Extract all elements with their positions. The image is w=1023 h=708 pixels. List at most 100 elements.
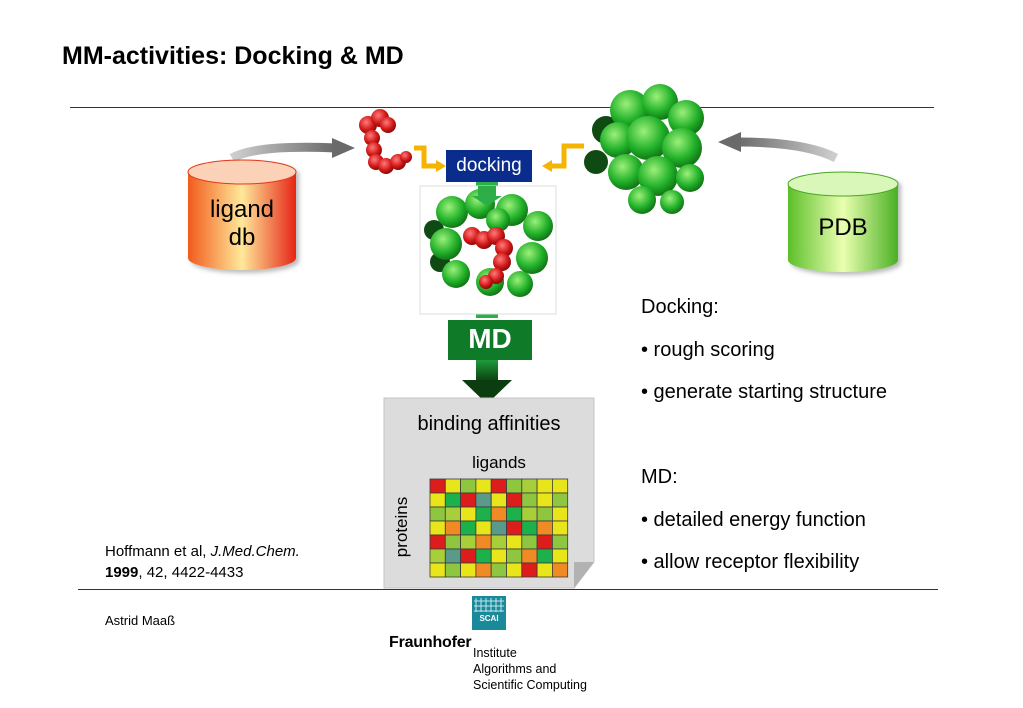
bottom-rule [78, 589, 938, 590]
ligand-db-arrow [229, 138, 355, 163]
matrix-cell [490, 562, 507, 578]
ligand-db-label-line1: ligand [209, 196, 275, 223]
matrix-cell [475, 534, 492, 550]
reference-details: , 42, 4422-4433 [138, 564, 244, 581]
matrix-cell [552, 534, 569, 550]
matrix-cell [460, 562, 477, 578]
ligand-db-label: ligand db [188, 196, 296, 252]
matrix-cell [460, 478, 477, 494]
md-item: • detailed energy function [641, 509, 866, 531]
institute-line: Scientific Computing [473, 678, 587, 692]
matrix-cell [506, 492, 523, 508]
matrix-cell [460, 520, 477, 536]
protein-structure-image [584, 84, 704, 214]
docking-heading: Docking: [641, 296, 719, 318]
matrix-cell [506, 534, 523, 550]
matrix-cell [536, 478, 553, 494]
md-item: • allow receptor flexibility [641, 551, 860, 573]
matrix-cell [444, 506, 461, 522]
matrix-cell [506, 562, 523, 578]
matrix-cell [490, 520, 507, 536]
matrix-cell [475, 506, 492, 522]
scai-logo-text: SCAI [479, 614, 499, 623]
matrix-cell [536, 548, 553, 564]
matrix-cell [506, 478, 523, 494]
matrix-cell [536, 506, 553, 522]
institute-line: Algorithms and [473, 662, 557, 676]
pdb-cylinder [787, 171, 899, 272]
docking-item: • generate starting structure [641, 381, 888, 403]
scai-logo-icon [472, 596, 506, 630]
matrix-cell [429, 562, 446, 578]
page-title: MM-activities: Docking & MD [62, 42, 404, 70]
matrix-cell [552, 478, 569, 494]
reference-year: 1999 [105, 564, 139, 581]
matrix-cell [506, 506, 523, 522]
matrix-cell [460, 548, 477, 564]
matrix-cell [460, 492, 477, 508]
docked-complex-image [424, 189, 553, 297]
matrix-cell [475, 562, 492, 578]
protein-to-docking-arrow [542, 143, 584, 172]
matrix-cell [475, 492, 492, 508]
affinity-matrix [429, 478, 569, 578]
ligand-to-docking-arrow [414, 145, 446, 172]
proteins-axis-label: proteins [392, 496, 411, 558]
matrix-cell [490, 534, 507, 550]
matrix-cell [552, 506, 569, 522]
fraunhofer-name: Fraunhofer [389, 634, 472, 651]
matrix-cell [444, 478, 461, 494]
matrix-cell [490, 548, 507, 564]
md-label: MD [468, 323, 512, 354]
ligand-db-label-line2: db [228, 224, 256, 251]
ligands-axis-label: ligands [472, 453, 526, 472]
top-rule [70, 107, 934, 108]
matrix-cell [460, 534, 477, 550]
matrix-cell [490, 478, 507, 494]
matrix-cell [475, 478, 492, 494]
docking-label: docking [456, 155, 522, 176]
md-heading: MD: [641, 466, 678, 488]
matrix-cell [521, 520, 538, 536]
matrix-cell [444, 534, 461, 550]
docking-down-arrow [472, 186, 502, 206]
matrix-cell [444, 492, 461, 508]
matrix-cell [444, 520, 461, 536]
matrix-cell [506, 520, 523, 536]
docking-item: • rough scoring [641, 339, 775, 361]
matrix-cell [536, 534, 553, 550]
matrix-cell [552, 492, 569, 508]
matrix-cell [429, 506, 446, 522]
matrix-cell [429, 548, 446, 564]
reference-journal: J.Med.Chem. [210, 543, 300, 560]
matrix-cell [444, 562, 461, 578]
matrix-cell [521, 492, 538, 508]
matrix-cell [475, 520, 492, 536]
matrix-cell [521, 562, 538, 578]
reference: Hoffmann et al, J.Med.Chem. 1999, 42, 44… [105, 541, 300, 583]
pdb-arrow [718, 132, 839, 163]
matrix-cell [552, 520, 569, 536]
matrix-cell [536, 492, 553, 508]
matrix-cell [429, 520, 446, 536]
matrix-cell [506, 548, 523, 564]
matrix-cell [521, 548, 538, 564]
matrix-cell [521, 534, 538, 550]
md-box [448, 320, 532, 360]
matrix-cell [429, 492, 446, 508]
matrix-cell [552, 548, 569, 564]
reference-authors: Hoffmann et al, [105, 543, 211, 560]
matrix-cell [429, 534, 446, 550]
ligand-molecule-image [359, 109, 412, 174]
matrix-cell [536, 562, 553, 578]
matrix-cell [475, 548, 492, 564]
matrix-cell [490, 492, 507, 508]
binding-affinities-label: binding affinities [417, 413, 561, 435]
matrix-cell [521, 506, 538, 522]
institute-line: Institute [473, 646, 517, 660]
matrix-cell [536, 520, 553, 536]
matrix-cell [460, 506, 477, 522]
matrix-cell [490, 506, 507, 522]
md-down-arrow [462, 360, 512, 404]
